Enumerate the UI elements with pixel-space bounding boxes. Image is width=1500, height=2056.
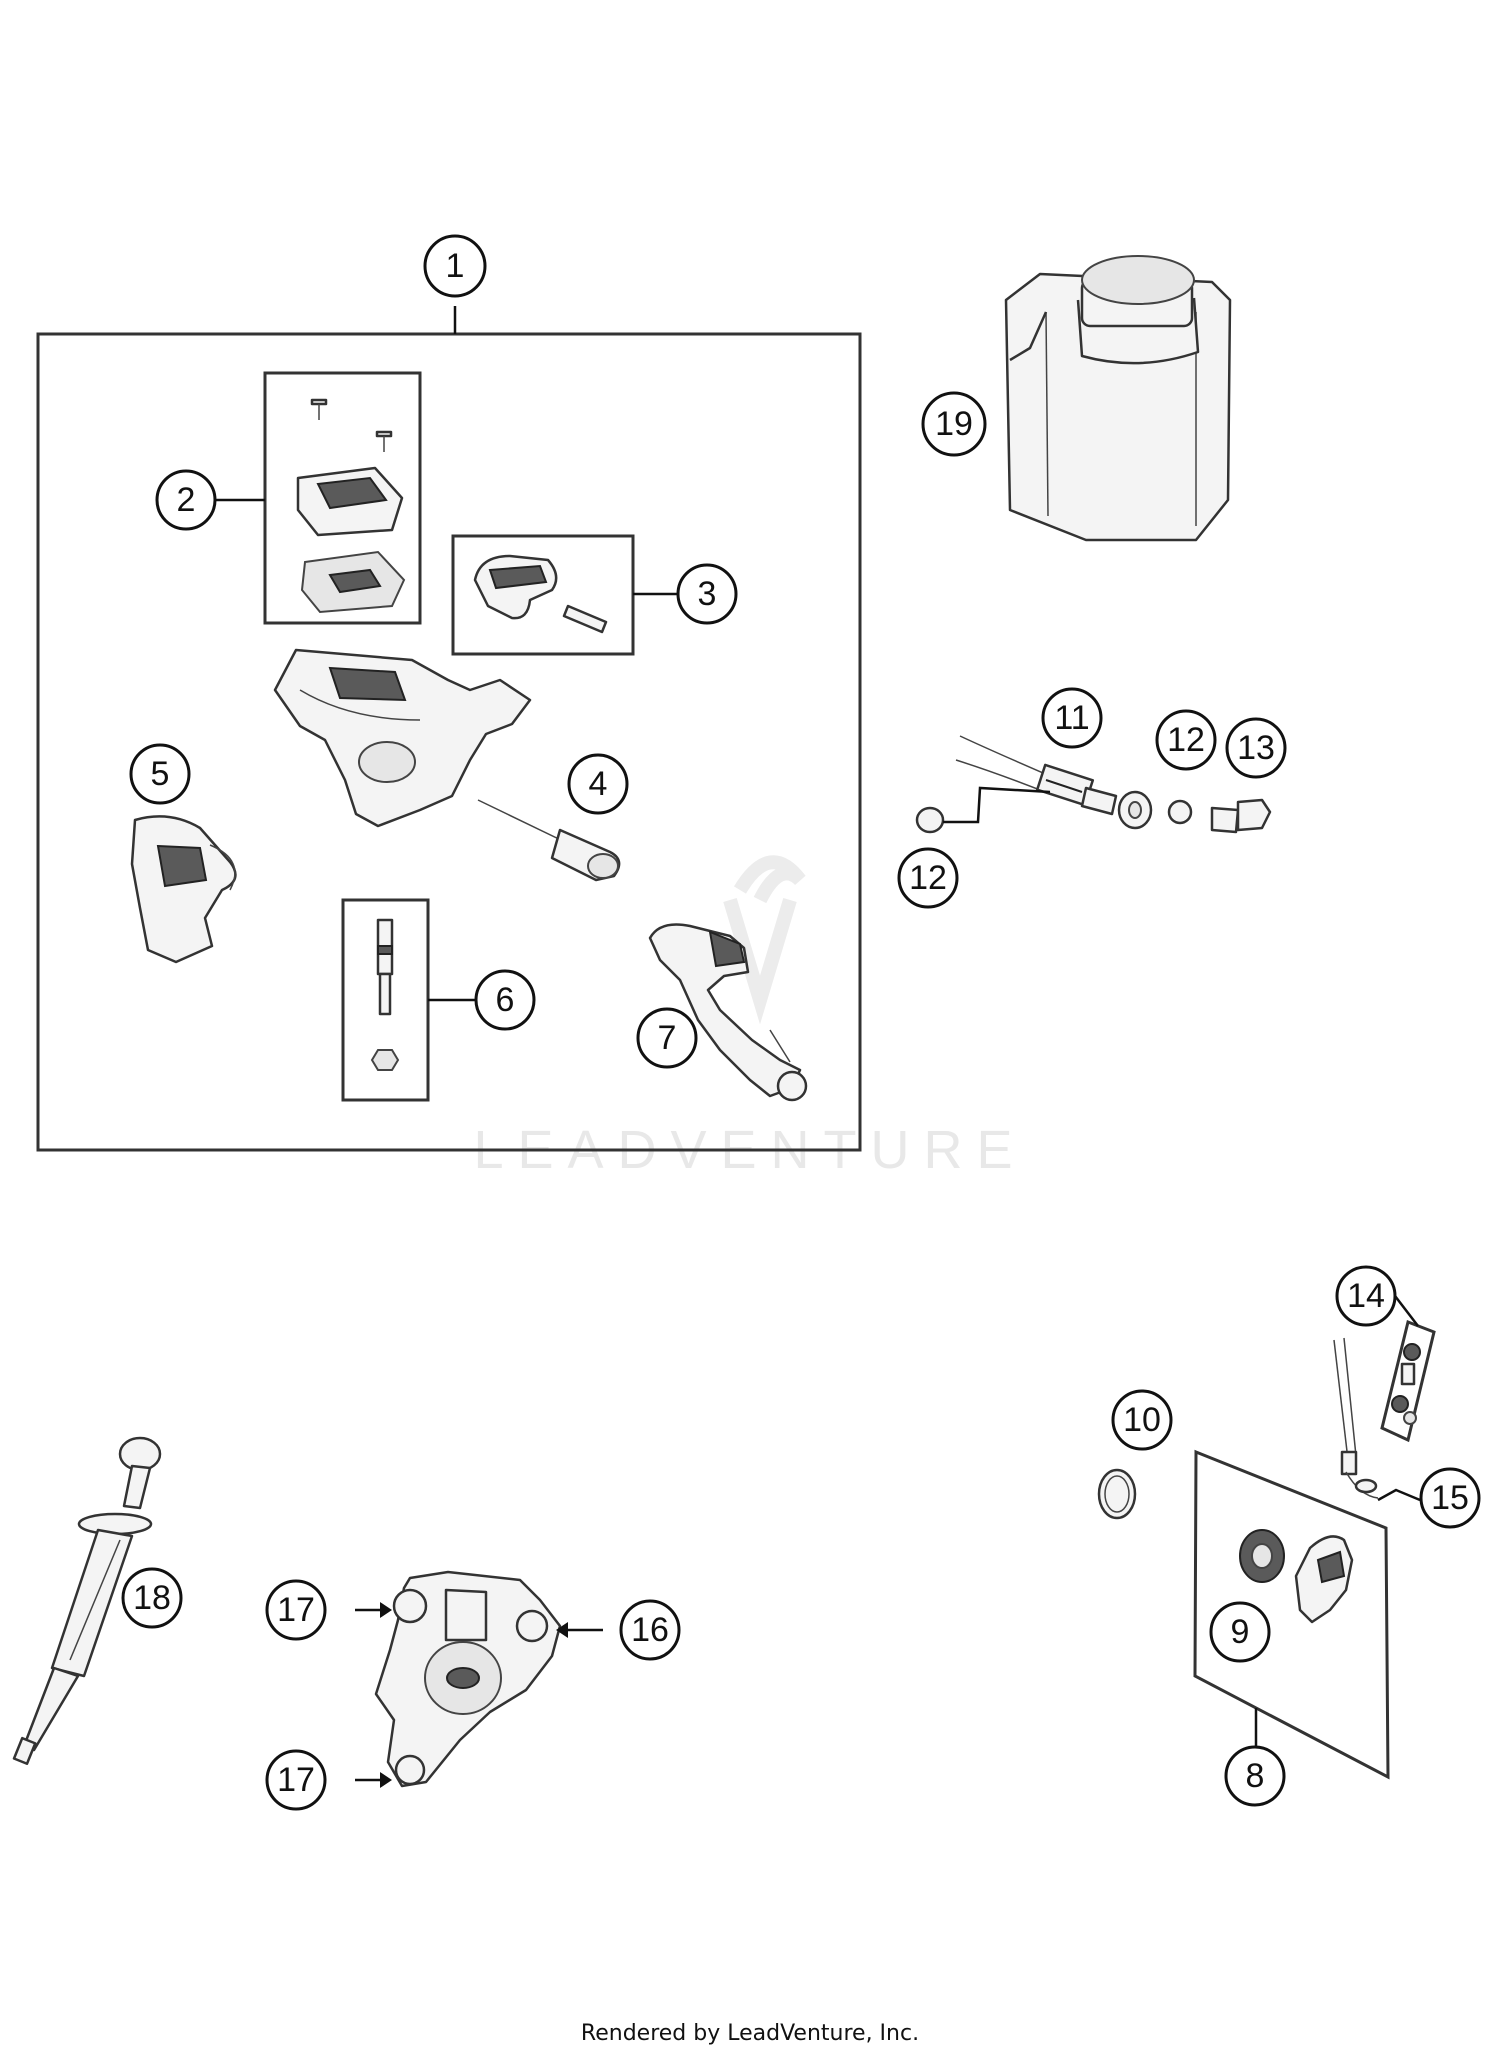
part-oring-10	[1097, 1468, 1137, 1520]
part-syringe-18	[12, 1436, 162, 1765]
callout-5: 5	[129, 743, 191, 805]
part-seal-kit-9	[1239, 1529, 1354, 1624]
svg-text:4: 4	[589, 765, 608, 803]
callout-16: 16	[619, 1599, 681, 1661]
svg-text:11: 11	[1054, 699, 1089, 737]
part-boot-5	[130, 815, 237, 964]
kit-box-2	[263, 371, 422, 625]
part-clamp-3	[473, 554, 608, 634]
svg-text:9: 9	[1231, 1613, 1250, 1651]
kit-box-8	[1193, 1449, 1390, 1780]
part-reservoir-cover	[296, 466, 406, 614]
part-screws	[310, 398, 393, 452]
part-piston-4	[477, 799, 621, 882]
svg-text:5: 5	[151, 755, 170, 793]
part-master-cylinder	[273, 648, 532, 828]
callout-1: 1	[423, 234, 487, 298]
callout-6: 6	[474, 969, 536, 1031]
part-lever-7	[648, 923, 808, 1102]
callout-17-lower: 17	[265, 1749, 327, 1811]
part-banjo-bolt-13	[1117, 790, 1272, 834]
watermark: LEADVENTURE	[473, 855, 1013, 1180]
assembly-box-1	[36, 332, 862, 1152]
callout-9: 9	[1209, 1601, 1271, 1663]
svg-text:16: 16	[631, 1611, 669, 1649]
svg-text:10: 10	[1123, 1401, 1161, 1439]
svg-text:12: 12	[909, 859, 947, 897]
callout-13: 13	[1225, 717, 1287, 779]
callout-15: 15	[1419, 1467, 1481, 1529]
callout-3: 3	[676, 563, 738, 625]
svg-text:7: 7	[658, 1019, 677, 1057]
callout-4: 4	[567, 753, 629, 815]
svg-text:12: 12	[1167, 721, 1205, 759]
kit-box-14	[1380, 1319, 1436, 1443]
svg-text:2: 2	[177, 481, 196, 519]
svg-text:6: 6	[496, 981, 515, 1019]
callout-10: 10	[1111, 1389, 1173, 1451]
callout-18: 18	[121, 1567, 183, 1629]
svg-text:17: 17	[277, 1591, 315, 1629]
svg-text:18: 18	[133, 1579, 171, 1617]
svg-text:13: 13	[1237, 729, 1275, 767]
svg-text:19: 19	[935, 405, 973, 443]
callout-12-upper: 12	[1155, 709, 1217, 771]
callout-14: 14	[1335, 1265, 1397, 1327]
part-caliper	[374, 1570, 562, 1788]
callout-12-lower: 12	[897, 847, 959, 909]
footer-credit: Rendered by LeadVenture, Inc.	[581, 2021, 919, 2046]
watermark-logo	[723, 855, 806, 1025]
part-bleeder-14	[1391, 1343, 1421, 1425]
callout-11: 11	[1041, 687, 1103, 749]
part-hose-15	[1333, 1337, 1379, 1499]
svg-text:3: 3	[698, 575, 717, 613]
svg-text:8: 8	[1246, 1757, 1265, 1795]
callout-8: 8	[1224, 1745, 1286, 1807]
part-adjuster-6	[370, 918, 400, 1071]
part-washer-12	[915, 806, 945, 834]
part-fluid-bottle-19	[1004, 255, 1232, 542]
svg-text:15: 15	[1431, 1479, 1469, 1517]
callout-19: 19	[921, 391, 987, 457]
svg-text:1: 1	[446, 247, 465, 285]
part-brake-line-11	[955, 735, 1118, 816]
callout-17-upper: 17	[265, 1579, 327, 1641]
svg-text:17: 17	[277, 1761, 315, 1799]
svg-text:14: 14	[1347, 1277, 1385, 1315]
callout-2: 2	[155, 469, 217, 531]
callout-7: 7	[636, 1007, 698, 1069]
